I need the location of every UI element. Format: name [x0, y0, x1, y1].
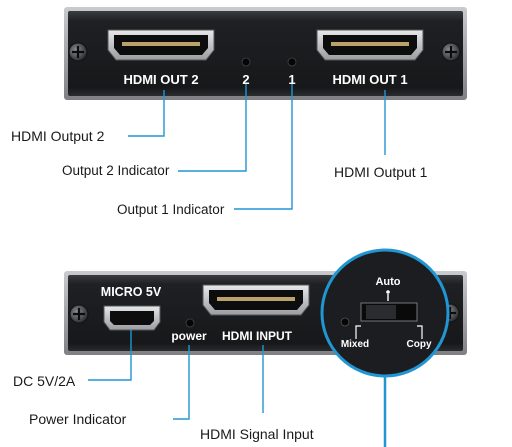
- hdmi-port-icon: [316, 29, 424, 61]
- screw-icon: [69, 304, 89, 324]
- port-label-hdmi-out-1: HDMI OUT 1: [332, 72, 407, 87]
- led-indicator-icon: [185, 318, 195, 328]
- switch-label-mixed: Mixed: [341, 339, 369, 350]
- callout-power-indicator: Power Indicator: [29, 411, 127, 427]
- callout-output-1-indicator: Output 1 Indicator: [117, 202, 225, 217]
- callout-hdmi-output-1: HDMI Output 1: [334, 164, 428, 180]
- callout-dc-power: DC 5V/2A: [13, 373, 76, 389]
- led-indicator-icon: [241, 57, 251, 67]
- hdmi-port-icon: [202, 284, 310, 316]
- hdmi-port-icon: [107, 29, 215, 61]
- port-label-hdmi-out-2: HDMI OUT 2: [123, 72, 198, 87]
- callout-hdmi-output-2: HDMI Output 2: [11, 128, 105, 144]
- mode-switch-icon: [355, 290, 423, 339]
- hdmi-input-label: HDMI INPUT: [222, 329, 293, 343]
- switch-label-auto: Auto: [375, 276, 400, 288]
- indicator-label-2: 2: [242, 72, 249, 87]
- callout-hdmi-signal-input: HDMI Signal Input: [200, 426, 314, 442]
- power-label: power: [171, 329, 207, 343]
- led-indicator-icon: [287, 57, 297, 67]
- micro-usb-port-icon: [103, 305, 161, 331]
- screw-icon: [68, 42, 88, 62]
- led-indicator-icon: [340, 317, 350, 327]
- callout-output-2-indicator: Output 2 Indicator: [62, 163, 170, 178]
- leader-lines-top: [128, 84, 386, 210]
- screw-icon: [441, 42, 461, 62]
- indicator-label-1: 1: [288, 72, 295, 87]
- leader-lines-bottom: [88, 330, 264, 420]
- switch-label-copy: Copy: [407, 339, 432, 350]
- micro-5v-label: MICRO 5V: [101, 285, 162, 299]
